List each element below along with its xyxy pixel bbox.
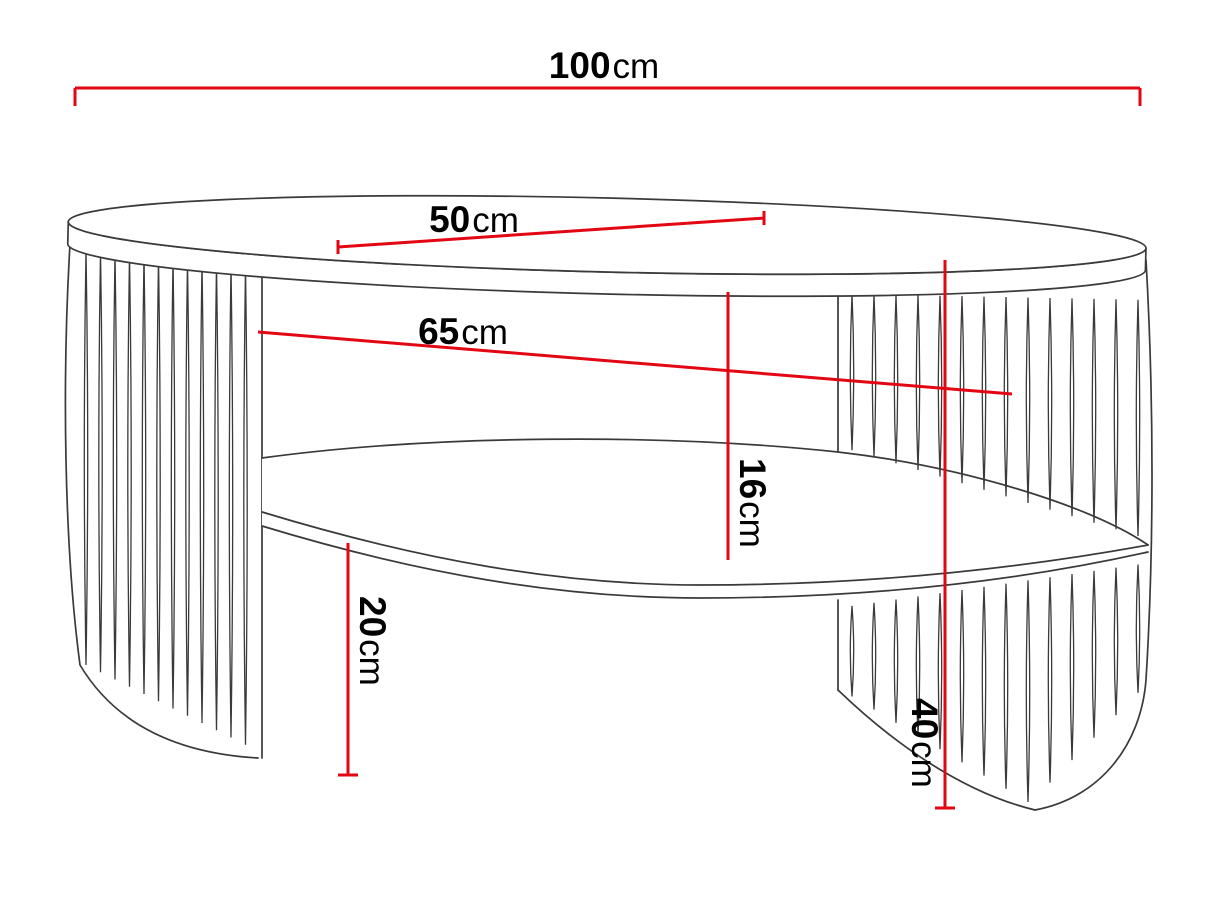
dimension-labels: 100cm 50cm 65cm 16cm 20cm 40cm (352, 45, 945, 788)
dimension-unit: cm (904, 741, 943, 788)
slat (1047, 577, 1053, 783)
dimension-unit: cm (732, 501, 771, 548)
slat (1003, 297, 1009, 497)
slat (915, 596, 921, 737)
slat (1003, 583, 1009, 789)
slat (915, 295, 921, 471)
dimension-label-underpass-height: 20cm (352, 596, 393, 686)
slat (981, 586, 987, 776)
slat (141, 255, 147, 695)
slat (849, 293, 855, 451)
slat (959, 589, 965, 763)
shelf-front-edge (261, 511, 1149, 586)
slat (112, 252, 118, 680)
slat (1113, 299, 1119, 530)
dimension-line-underpass-height (338, 543, 358, 777)
slat (1091, 570, 1097, 738)
slat (199, 261, 205, 724)
dimension-line-shelf-width (257, 330, 1013, 396)
slat (937, 593, 943, 750)
right-leg-outer-edge (1034, 259, 1153, 811)
slat (1025, 297, 1031, 504)
dimension-label-shelf-width: 65cm (418, 311, 508, 352)
shelf-lower-edge (261, 525, 1149, 599)
dimension-label-shelf-clearance: 16cm (732, 458, 773, 548)
slat (893, 599, 899, 723)
right-leg-lower-slats (849, 564, 1141, 803)
slat (185, 259, 190, 716)
dimension-value: 50 (429, 199, 470, 240)
lower-shelf (261, 438, 1149, 599)
dimension-label-width: 100cm (549, 45, 659, 86)
right-leg-upper-slats (849, 293, 1141, 537)
dimension-line-depth (336, 211, 766, 254)
dimension-unit: cm (352, 639, 391, 686)
slat (170, 258, 176, 709)
dimension-lines (73, 86, 1142, 810)
dimension-unit: cm (613, 47, 660, 86)
dimension-line-total-height (935, 260, 955, 810)
slat (1069, 574, 1075, 761)
slat (156, 256, 161, 702)
slat (228, 264, 234, 738)
slat (83, 249, 89, 666)
dimension-value: 40 (904, 698, 945, 739)
slat (98, 251, 103, 673)
left-leg-slats (83, 249, 248, 745)
slat (871, 294, 877, 457)
shelf-back-edge (261, 438, 1149, 546)
slat (981, 296, 987, 490)
dimension-value: 16 (732, 458, 773, 499)
tabletop (66, 194, 1147, 298)
slat (1135, 564, 1141, 693)
slat (1135, 299, 1141, 537)
slat (214, 262, 219, 731)
dimension-value: 65 (418, 311, 459, 352)
slat (1025, 580, 1031, 803)
slat (1069, 298, 1075, 517)
left-leg-outer-edge (64, 243, 259, 759)
dimension-unit: cm (472, 201, 519, 240)
slat (871, 602, 877, 710)
slat (243, 265, 248, 745)
tabletop-surface (67, 194, 1147, 276)
slat (1047, 297, 1053, 510)
dimension-label-total-height: 40cm (904, 698, 945, 788)
dimension-value: 100 (549, 45, 611, 86)
right-leg-bottom-edge (837, 689, 1036, 811)
slat (1091, 298, 1097, 523)
slat (127, 253, 132, 687)
dimension-value: 20 (352, 596, 393, 637)
dimension-line-width (73, 86, 1142, 106)
slat (893, 294, 899, 464)
slat (937, 295, 943, 477)
dimension-label-depth: 50cm (429, 199, 519, 240)
slat (1113, 567, 1119, 716)
slat (849, 605, 855, 697)
dimension-unit: cm (461, 313, 508, 352)
